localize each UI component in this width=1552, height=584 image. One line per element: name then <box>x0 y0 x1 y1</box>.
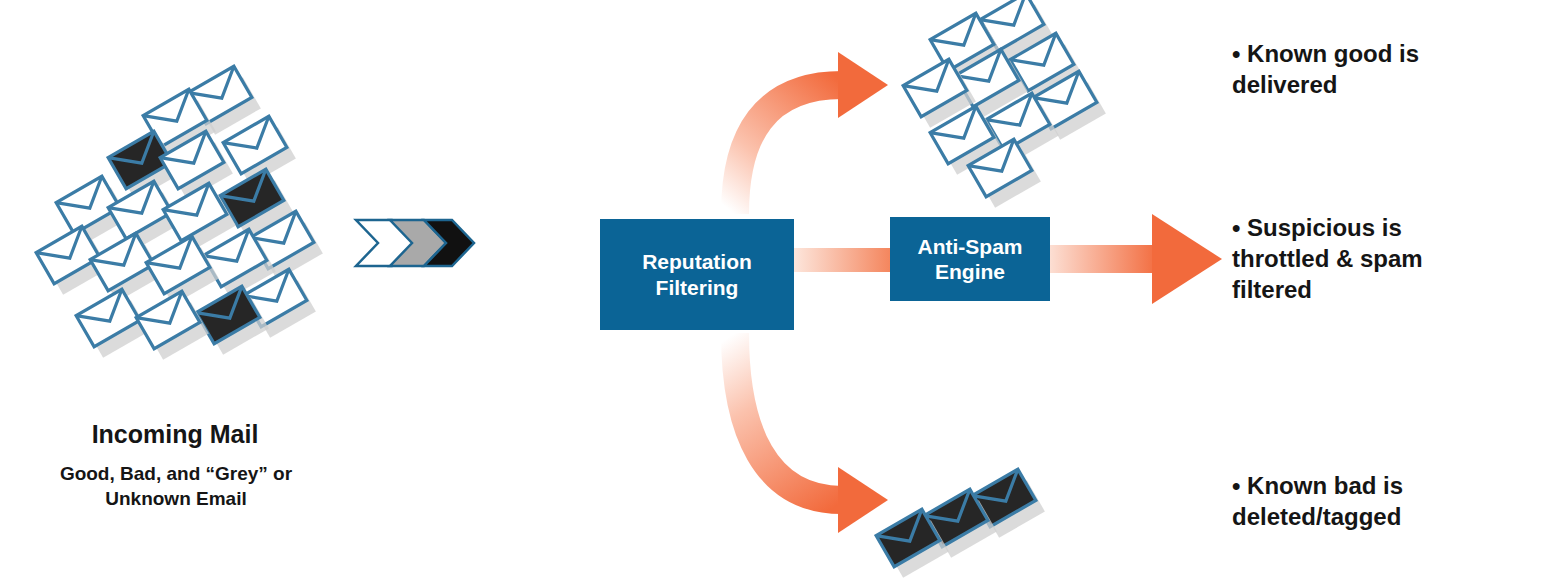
envelope <box>36 226 100 284</box>
flow-chevrons <box>356 220 474 266</box>
bad-envelopes <box>876 469 1045 578</box>
incoming-envelopes <box>36 66 323 360</box>
box-label: Reputation Filtering <box>612 249 782 299</box>
box-label: Anti-Spam Engine <box>902 234 1038 284</box>
envelope <box>223 116 287 174</box>
envelope <box>163 183 227 241</box>
outcome-note: • Known good is delivered <box>1232 38 1432 100</box>
input-caption: Incoming Mail <box>25 418 325 451</box>
envelope <box>146 236 210 294</box>
outcome-note: • Known bad is deleted/tagged <box>1232 470 1442 532</box>
envelope <box>160 131 224 189</box>
envelope <box>876 509 940 567</box>
envelope <box>903 59 967 117</box>
process-box: Reputation Filtering <box>600 219 794 330</box>
flow-connector <box>794 248 890 272</box>
up-arrow <box>735 52 888 214</box>
envelope <box>968 139 1032 197</box>
envelope <box>76 289 140 347</box>
outcome-note: • Suspicious is throttled & spam filtere… <box>1232 212 1447 306</box>
envelope <box>136 291 200 349</box>
input-caption: Good, Bad, and “Grey” or Unknown Email <box>58 462 294 511</box>
good-envelopes <box>903 0 1106 208</box>
down-arrow <box>735 333 888 533</box>
process-box: Anti-Spam Engine <box>890 217 1050 301</box>
right-arrow <box>1046 214 1222 304</box>
